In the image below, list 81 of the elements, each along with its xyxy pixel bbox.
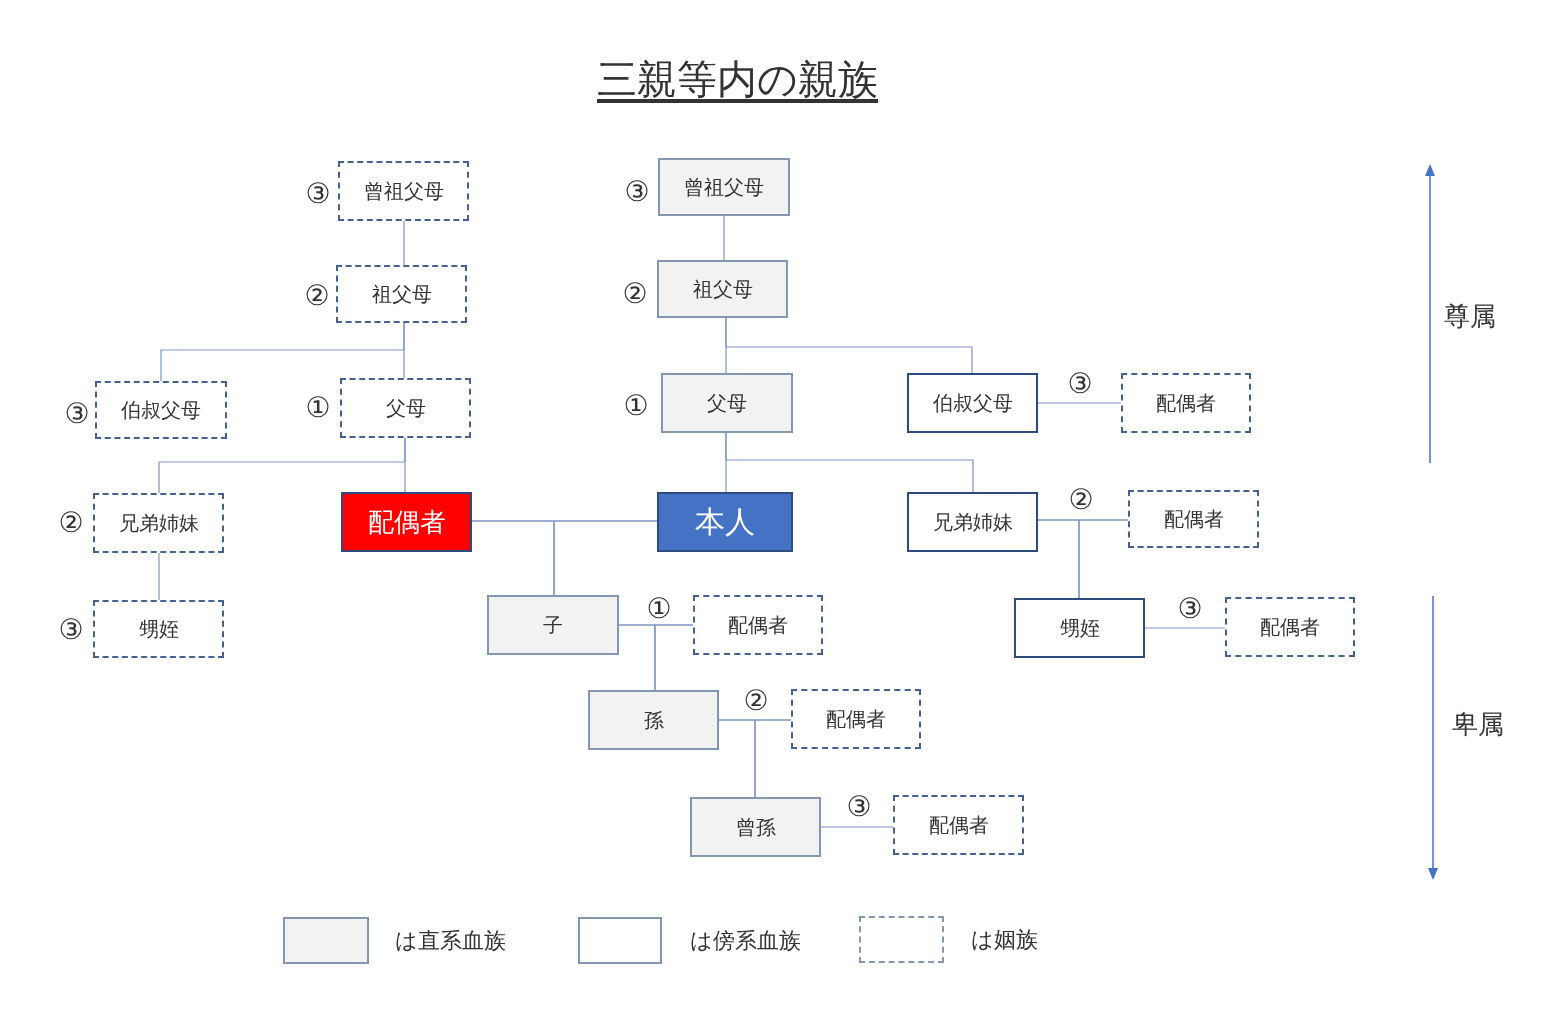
connector-line — [158, 552, 160, 601]
direction-label: 卑属 — [1452, 707, 1504, 741]
connector-line — [820, 826, 894, 828]
in-law-box — [791, 689, 921, 749]
connector-line — [404, 437, 406, 493]
relation-name: 父母 — [385, 394, 426, 422]
relation-name: 配偶者 — [1260, 613, 1320, 641]
degree-number: ① — [305, 394, 331, 422]
relation-name: 配偶者 — [1156, 389, 1216, 417]
direct-relative-box — [657, 260, 788, 318]
degree-number: ③ — [1067, 370, 1093, 398]
in-law-box — [340, 378, 471, 438]
degree-number: ③ — [64, 400, 90, 428]
connector-line — [403, 322, 405, 379]
relation-name: 配偶者 — [728, 611, 788, 639]
in-law-box — [693, 595, 823, 655]
diagram-title: 三親等内の親族 — [596, 55, 879, 104]
relation-name: 祖父母 — [692, 275, 753, 303]
connector-line — [553, 520, 658, 596]
collateral-relative-box — [907, 373, 1038, 433]
in-law-box — [893, 795, 1024, 855]
degree-number: ② — [1068, 486, 1094, 514]
degree-number: ② — [304, 282, 330, 310]
legend-text: は傍系血族 — [690, 926, 801, 955]
degree-number: ② — [622, 280, 648, 308]
connector-line — [654, 624, 694, 691]
connector-line — [1078, 519, 1129, 599]
in-law-box — [1128, 490, 1259, 548]
collateral-relative-box — [907, 492, 1038, 552]
relation-name: 配偶者 — [928, 811, 989, 839]
relation-name: 孫 — [643, 706, 664, 734]
relation-name: 曾孫 — [735, 813, 776, 841]
direct-relative-box — [658, 158, 790, 216]
relation-name: 祖父母 — [371, 280, 432, 308]
relation-name: 兄弟姉妹 — [932, 508, 1013, 536]
in-law-box — [338, 161, 469, 221]
in-law-box — [93, 600, 224, 658]
relation-name: 伯叔父母 — [121, 396, 201, 424]
relation-name: 伯叔父母 — [932, 389, 1013, 417]
direct-relative-box — [487, 595, 619, 655]
degree-number: ① — [646, 595, 672, 623]
spouse-box — [341, 492, 472, 552]
direction-label: 尊属 — [1444, 299, 1496, 333]
relation-name: 配偶者 — [1163, 505, 1224, 533]
relation-name: 配偶者 — [826, 705, 886, 733]
in-law-box — [95, 381, 227, 439]
relation-name: 本人 — [695, 502, 755, 541]
direct-relative-box — [690, 797, 821, 857]
in-law-box — [93, 493, 224, 553]
direct-relative-box — [661, 373, 793, 433]
degree-number: ① — [623, 392, 649, 420]
relation-name: 子 — [543, 611, 563, 639]
degree-number: ② — [58, 509, 84, 537]
connector-line — [1144, 627, 1226, 629]
connector-line — [1037, 402, 1122, 404]
degree-number: ③ — [624, 178, 650, 206]
in-law-box — [336, 265, 467, 323]
degree-number: ② — [743, 687, 769, 715]
direct-relative-box — [588, 690, 719, 750]
connector-line — [403, 220, 405, 266]
relation-name: 兄弟姉妹 — [118, 509, 199, 537]
relation-name: 甥姪 — [1059, 614, 1100, 642]
degree-number: ③ — [1177, 595, 1203, 623]
degree-number: ③ — [58, 616, 84, 644]
relation-name: 父母 — [707, 389, 747, 417]
relation-name: 甥姪 — [138, 615, 179, 643]
relation-name: 曾祖父母 — [684, 173, 764, 201]
collateral-relative-box — [1014, 598, 1145, 658]
connector-line — [723, 215, 725, 261]
self-box — [657, 492, 793, 552]
relation-name: 配偶者 — [367, 505, 446, 539]
degree-number: ③ — [846, 793, 872, 821]
connector-line — [754, 719, 792, 798]
legend-text: は直系血族 — [395, 926, 506, 955]
connector-line — [725, 432, 974, 493]
relation-name: 曾祖父母 — [363, 177, 444, 205]
in-law-box — [1121, 373, 1251, 433]
legend-text: は姻族 — [971, 925, 1038, 954]
in-law-box — [1225, 597, 1355, 657]
degree-number: ③ — [305, 180, 331, 208]
connector-line — [725, 317, 973, 374]
